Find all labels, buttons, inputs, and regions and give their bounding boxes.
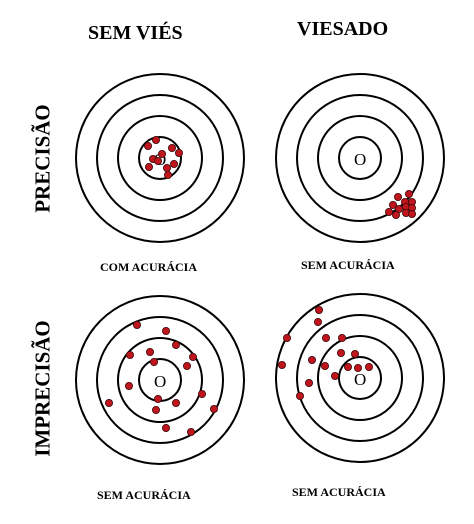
shot — [162, 424, 171, 433]
center-marker: O — [354, 370, 366, 389]
shot — [187, 428, 196, 437]
column-header-biased: VIESADO — [297, 18, 389, 40]
shot — [331, 372, 340, 381]
shot — [209, 405, 218, 414]
caption-top-right: SEM ACURÁCIA — [301, 258, 395, 272]
shot — [168, 144, 177, 153]
shot — [354, 364, 363, 373]
shot — [338, 334, 347, 343]
shot — [183, 362, 192, 371]
row-header-precision: PRECISÃO — [30, 104, 55, 213]
shot — [394, 193, 403, 202]
shot — [152, 406, 161, 415]
shot-group — [144, 136, 184, 180]
target-precise-biased: O — [275, 73, 445, 243]
shot — [126, 351, 135, 360]
target-ring-inner — [338, 136, 382, 180]
shot — [407, 209, 416, 218]
shot — [344, 363, 353, 372]
shot — [170, 160, 179, 169]
shot — [322, 334, 331, 343]
shot — [172, 399, 181, 408]
shot — [146, 348, 155, 357]
shot — [308, 356, 317, 365]
shot — [314, 317, 323, 326]
shot — [295, 392, 304, 401]
shot — [337, 349, 346, 358]
shot — [175, 149, 184, 158]
shot — [315, 306, 324, 314]
shot — [154, 157, 163, 166]
shot — [145, 163, 154, 172]
shot — [277, 361, 286, 370]
target-precise-unbiased: O — [75, 73, 245, 243]
center-marker: O — [354, 150, 366, 169]
shot — [150, 358, 159, 367]
shot — [305, 379, 314, 388]
shot — [392, 210, 401, 219]
shot — [389, 201, 398, 210]
target-imprecise-unbiased: O — [75, 295, 245, 465]
shot — [351, 350, 360, 359]
shot — [133, 320, 142, 329]
caption-bottom-left: SEM ACURÁCIA — [97, 488, 191, 502]
shot — [164, 171, 173, 180]
shot — [321, 362, 330, 371]
shot-group — [385, 190, 416, 219]
shot — [172, 341, 181, 350]
shot — [365, 363, 374, 372]
center-marker: O — [154, 372, 166, 391]
target-imprecise-biased: O — [275, 293, 445, 463]
shot — [105, 399, 114, 408]
shot — [282, 334, 291, 343]
shot — [385, 207, 394, 216]
shot — [158, 150, 167, 159]
column-header-unbiased: SEM VIÉS — [88, 22, 183, 44]
shot — [154, 395, 163, 404]
shot — [125, 382, 134, 391]
caption-bottom-right: SEM ACURÁCIA — [292, 485, 386, 499]
shot — [189, 353, 198, 362]
shot — [144, 142, 153, 151]
shot-group — [105, 320, 218, 437]
shot — [163, 164, 172, 173]
shot — [197, 390, 206, 399]
shot — [152, 136, 161, 145]
caption-top-left: COM ACURÁCIA — [100, 260, 197, 274]
row-header-imprecision: IMPRECISÃO — [30, 320, 55, 457]
shot — [162, 326, 171, 335]
shot — [404, 190, 413, 199]
shot-group — [277, 306, 374, 401]
